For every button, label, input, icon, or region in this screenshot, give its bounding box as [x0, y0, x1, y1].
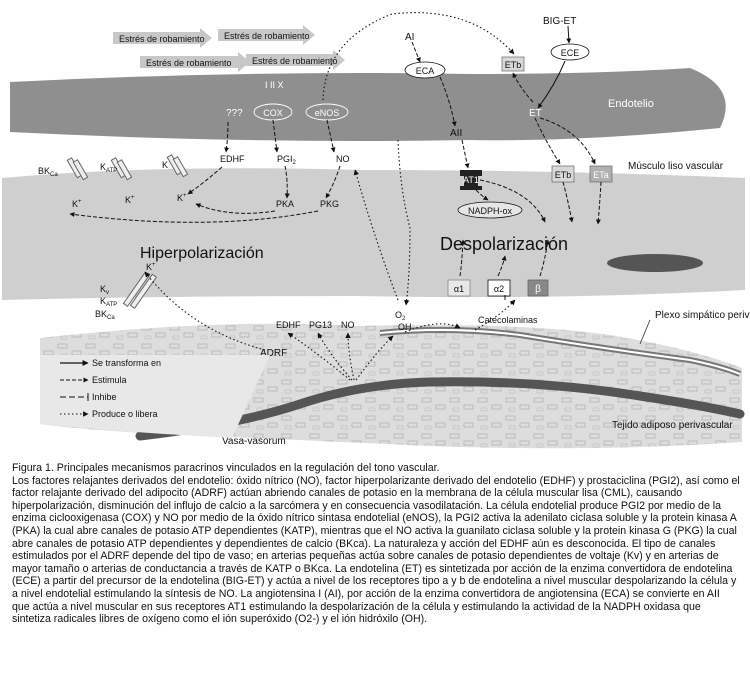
etb-muscle-label: ETb [555, 170, 572, 180]
catecholamines-label: Catecolaminas [478, 315, 538, 325]
caption-body: Los factores relajantes derivados del en… [12, 474, 740, 626]
alpha2-receptor [487, 279, 511, 297]
adrf-label: ADRF [260, 348, 287, 359]
endothelium-layer [10, 68, 726, 141]
figure-caption: Figura 1. Principales mecanismos paracri… [12, 462, 740, 626]
nadph-oxidase [457, 201, 523, 219]
legend: Se transforma en Estimula Inhibe Produce… [40, 355, 270, 438]
katp-label: KATP [100, 162, 117, 174]
stress-label: Estrés de robamiento [252, 56, 338, 66]
potassium-channels-bottom [122, 271, 158, 309]
beta-label: β [535, 284, 541, 295]
stress-label: Estrés de robamiento [224, 31, 310, 41]
smooth-muscle-layer [2, 168, 745, 300]
ece-enzyme [550, 43, 590, 61]
nucleus [607, 254, 703, 272]
nadph-label: NADPH-ox [468, 206, 513, 216]
mechanism-diagram: Estrés de robamiento Estrés de robamient… [2, 12, 750, 449]
at1-label: AT1 [463, 175, 479, 185]
k-plus-label: K+ [125, 195, 135, 205]
pgi2-label: PGI2 [277, 154, 297, 166]
bkca-label: BKCa [38, 166, 58, 178]
caption-title: Figura 1. Principales mecanismos paracri… [12, 462, 440, 474]
pkg-label: PKG [320, 199, 339, 209]
legend-stimulates: Estimula [92, 375, 127, 385]
eta-label: ETa [593, 170, 609, 180]
adrf-edhf-label: EDHF [276, 320, 301, 330]
k-plus-label: K+ [177, 193, 187, 203]
unknown-factor-label: ??? [226, 108, 243, 119]
at1-receptor [460, 170, 482, 190]
alpha1-receptor [447, 279, 471, 297]
shear-stress-arrows: Estrés de robamiento Estrés de robamient… [113, 25, 345, 72]
katp-label: KATP [100, 296, 117, 308]
pg13-label: PG13 [309, 320, 332, 330]
pka-label: PKA [276, 199, 294, 209]
o2-label: O2 [395, 310, 406, 322]
potassium-channels-top [66, 154, 189, 181]
roman-numerals-label: I II X [265, 80, 284, 90]
depolarization-label: Despolarización [440, 234, 568, 254]
k-label: K [162, 160, 168, 170]
oh-label: OH [398, 322, 412, 332]
hyperpolarization-label: Hiperpolarización [140, 245, 264, 262]
produce-arrows [144, 12, 516, 381]
stress-label: Estrés de robamiento [146, 58, 232, 68]
k-plus-label: K+ [146, 262, 156, 272]
adrf-no-label: NO [341, 320, 355, 330]
stress-label: Estrés de robamiento [119, 34, 205, 44]
angiotensin-i-label: AI [405, 32, 414, 43]
legend-transforms: Se transforma en [92, 358, 161, 368]
cox-label: COX [263, 108, 283, 118]
stimulate-arrows [69, 41, 602, 277]
legend-inhibits: Inhibe [92, 392, 117, 402]
beta-receptor [527, 279, 549, 297]
vasa-vasorum-label: Vasa-vasorum [222, 436, 286, 447]
k-plus-label: K+ [72, 199, 82, 209]
no-label: NO [336, 154, 350, 164]
et-label: ET [529, 108, 542, 119]
big-et-label: BIG-ET [543, 16, 576, 27]
alpha2-label: α2 [494, 284, 504, 294]
vasa-vasorum-vessel [135, 377, 745, 441]
endothelium-label: Endotelio [608, 98, 654, 110]
eca-enzyme [404, 61, 446, 79]
angiotensin-ii-label: AII [450, 128, 462, 139]
adipose-label: Tejido adiposo perivascular [612, 420, 733, 431]
enos-label: eNOS [315, 108, 340, 118]
etb-endothelial-label: ETb [505, 60, 522, 70]
alpha1-label: α1 [454, 284, 464, 294]
transform-arrows [537, 25, 572, 109]
ece-label: ECE [561, 48, 580, 58]
eca-label: ECA [416, 66, 435, 76]
edhf-label: EDHF [220, 154, 245, 164]
sympathetic-label: Plexo simpático perivascular [655, 310, 750, 321]
legend-produces: Produce o libera [92, 409, 158, 419]
bkca-label: BKCa [95, 309, 115, 321]
muscle-label: Músculo liso vascular [628, 161, 724, 172]
etb-endothelial-receptor [501, 56, 525, 72]
kv-label: Kv [100, 284, 109, 296]
